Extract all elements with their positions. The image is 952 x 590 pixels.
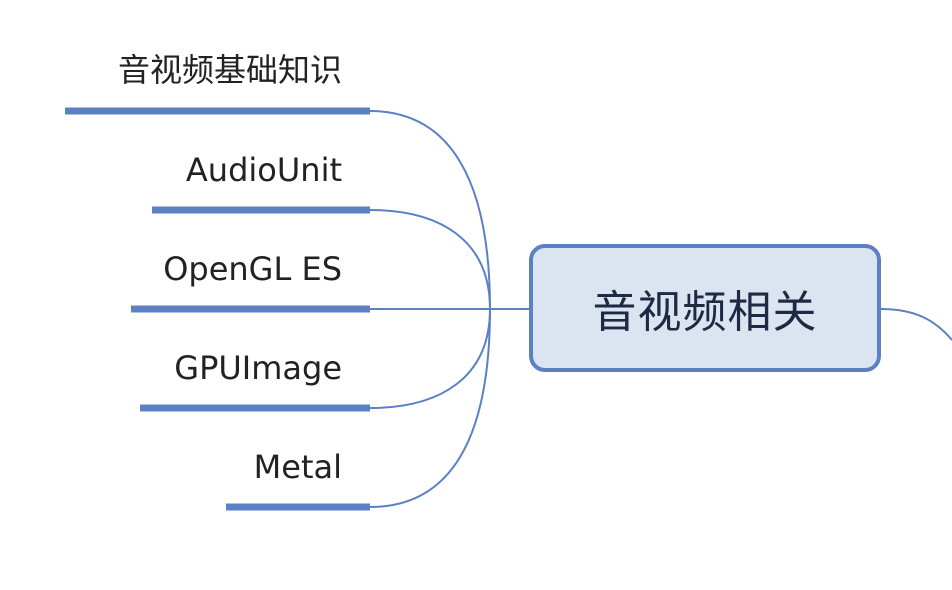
- connector-4: [369, 308, 491, 508]
- connector-0: [369, 110, 491, 310]
- connector-out: [880, 308, 952, 341]
- branch-label-1[interactable]: AudioUnit: [185, 151, 342, 189]
- central-topic-label: 音视频相关: [592, 287, 818, 338]
- central-topic-node[interactable]: 音视频相关: [529, 244, 881, 372]
- connector-1: [369, 209, 491, 310]
- branch-label-3[interactable]: GPUImage: [174, 349, 342, 387]
- connector-3: [369, 308, 491, 409]
- branch-label-0[interactable]: 音视频基础知识: [117, 51, 342, 89]
- branch-label-4[interactable]: Metal: [253, 448, 342, 486]
- branch-label-2[interactable]: OpenGL ES: [163, 250, 342, 288]
